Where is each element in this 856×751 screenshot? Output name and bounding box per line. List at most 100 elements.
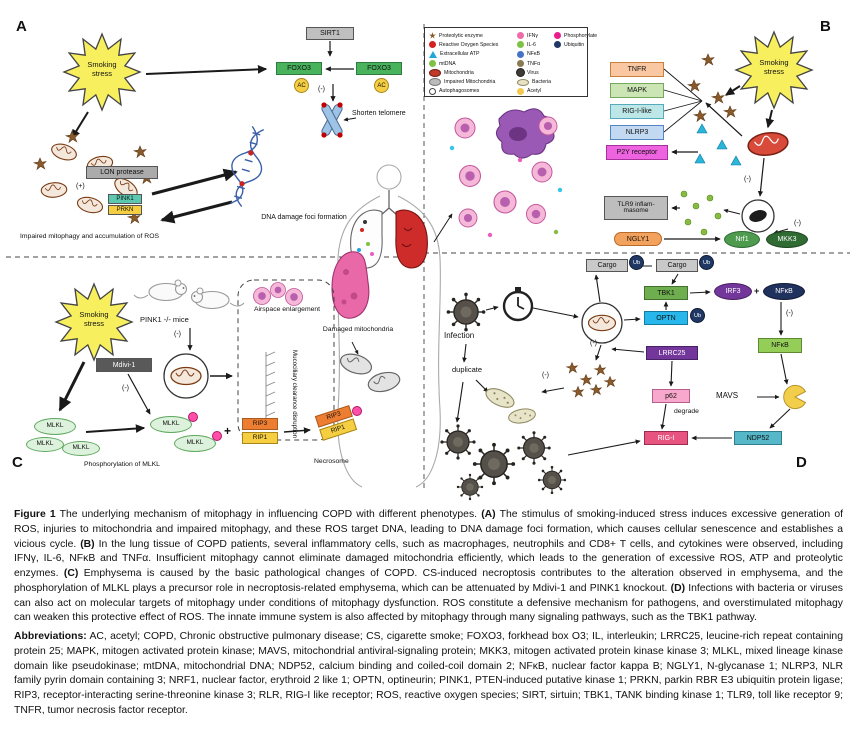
legend-item: Ubiquitin [554,40,597,49]
ubiquitin-dot: Ub [699,255,714,270]
ros-icon [429,41,436,49]
mlkl-ellipse: MLKL [62,441,100,456]
mlkl-ellipse: MLKL [26,437,64,452]
damaged-mitochondria-label: Damaged mitochondria [322,326,394,333]
panel-c-artwork [55,279,403,441]
panel-b-arrows [433,68,789,243]
minus-sign: (-) [122,385,129,392]
figure-label: Figure 1 [14,509,56,520]
minus-sign: (-) [786,310,793,317]
minus-sign: (-) [590,340,597,347]
nrf1-ellipse: Nrf1 [724,231,760,248]
ubiquitin-icon [554,41,561,49]
p62-box: p62 [652,389,690,403]
smoking-stress-label: Smoking stress [87,60,117,78]
nfkb-ellipse: NFκB [763,283,805,300]
tlr9-inflammasome-box: TLR9 inflam- masome [604,196,668,220]
legend-label: Proteolytic enzyme [439,32,483,39]
legend-label: IFNγ [527,32,538,39]
legend-label: TNFα [527,60,541,67]
caption-c-text: Emphysema is caused by the basic patholo… [14,568,843,594]
cargo-box: Cargo [656,259,698,272]
panel-c-arrows [58,328,359,434]
panel-d-arrows [455,263,791,456]
prkn-chip: PRKN [108,205,142,215]
nfkb-icon [517,50,524,58]
tnf-alpha-icon [517,60,524,68]
legend-label: Bacteria [532,79,552,86]
legend-item: IFNγ [517,31,551,40]
right-lung-inflamed [395,209,428,269]
dna-damage-label: DNA damage foci formation [261,214,347,221]
legend-column-1: Proteolytic enzyme Reactive Oxygen Speci… [429,31,498,96]
autophagosome-with-mito-icon [741,199,775,233]
airspace-cell-icon [270,282,286,298]
tnfr-box: TNFR [610,62,664,77]
tbk1-box: TBK1 [644,286,688,300]
proteolytic-enzyme-icon [711,91,725,104]
plus-sign: (+) [76,183,85,190]
degrade-label: degrade [674,408,699,415]
immune-cell-icon [526,204,546,224]
minus-sign: (-) [794,220,801,227]
mapk-box: MAPK [610,83,664,98]
proteolytic-enzyme-icon [687,79,701,92]
mlkl-ellipse: MLKL [34,418,76,435]
airspace-cell-icon [253,287,271,305]
ifn-gamma-icon [517,32,524,40]
human-body-artwork [331,164,441,488]
proteolytic-enzyme-icon [723,105,737,118]
tlr9-line2: masome [623,207,649,214]
immune-cell-icon [538,116,558,136]
panel-b-label: B [820,18,831,35]
ndp52-box: NDP52 [734,431,782,445]
rip1-box: RIP1 [242,432,278,444]
bacterium-icon [507,406,537,426]
phosphorylation-dot [352,406,362,416]
necrosome-label: Necrosome [314,458,349,465]
ros-burst-icon [33,157,47,170]
caption-b-text: In the lung tissue of COPD patients, sev… [14,538,844,580]
immune-cell-icon [493,190,517,214]
smoking-stress-label: Smoking stress [759,58,789,76]
mitochondrion-icon [40,181,68,199]
chromosome-icon [321,102,343,138]
virus-icon [439,423,477,461]
duplicate-label: duplicate [452,365,483,374]
damaged-mitochondrion-icon [337,349,375,379]
caption-d-text: Infections with bacteria or viruses can … [14,582,844,624]
plus-operator: + [224,424,232,438]
bacterium-icon [482,384,518,412]
ros-burst-icon [604,376,616,388]
foxo3-box-right: FOXO3 [356,62,402,75]
legend-label: Extracellular ATP [440,51,480,58]
diagram-artwork [6,24,850,501]
mitochondrion-in-circle-icon [163,353,209,399]
mtdna-icon [429,60,436,68]
legend-item: Phosphorylate [554,31,597,40]
optn-box: OPTN [644,311,688,325]
legend-box: Proteolytic enzyme Reactive Oxygen Speci… [424,27,597,97]
ubiquitin-dot: Ub [690,308,705,323]
acetyl-dot: AC [294,78,309,93]
virus-icon [517,69,524,77]
cargo-box: Cargo [586,259,628,272]
sirt1-box: SIRT1 [306,27,354,40]
mtdna-dots [680,190,722,236]
extracellular-atp-icons [694,123,742,166]
mkk3-ellipse: MKK3 [766,231,808,248]
abbreviations-paragraph: Abbreviations: AC, acetyl; COPD, Chronic… [14,630,843,719]
mouse-icon [133,279,188,302]
pacman-degradation-icon [783,384,807,410]
ubiquitin-dot: Ub [629,255,644,270]
mitochondrion-icon [75,194,105,216]
nlrp3-box: NLRP3 [610,125,664,140]
legend-label: Impaired Mitochondria [444,79,496,86]
legend-column-3: Phosphorylate Ubiquitin [554,31,597,50]
airspace-cell-icon [285,288,303,306]
shorten-telomere-label: Shorten telomere [352,110,406,117]
figure-caption: Figure 1 The underlying mechanism of mit… [14,508,843,723]
caption-intro: The underlying mechanism of mitophagy in… [59,509,478,520]
legend-item: NFκB [517,50,551,59]
ros-burst-icon [566,362,578,374]
